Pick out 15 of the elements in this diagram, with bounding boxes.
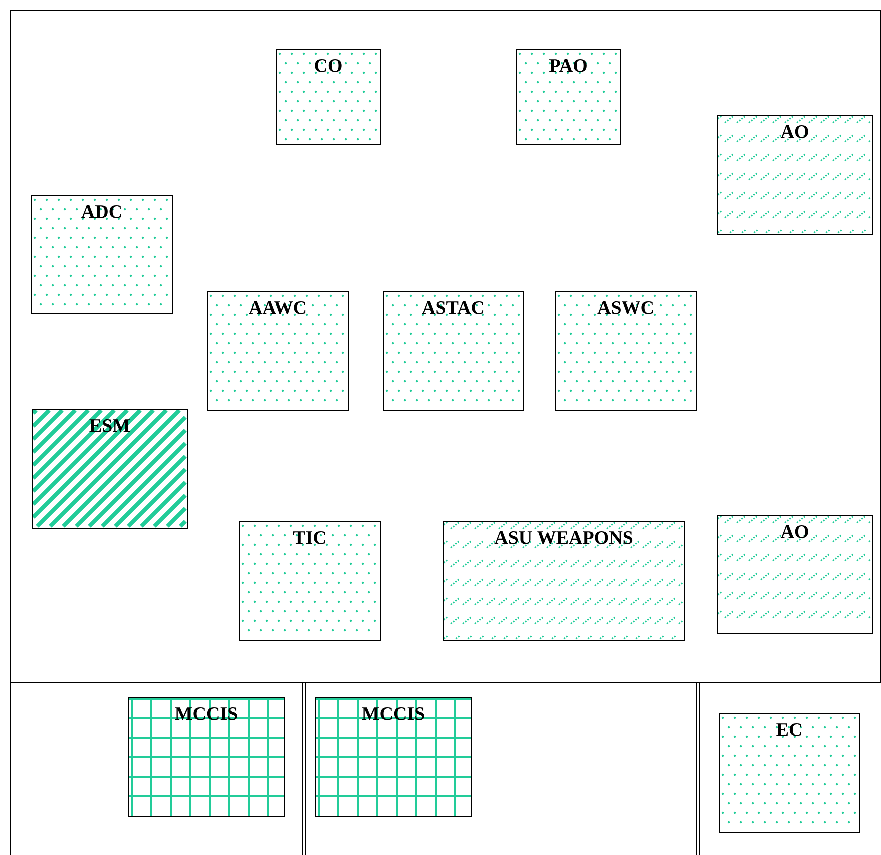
panel-frame <box>699 682 881 855</box>
dotted-box: ASWC <box>555 291 697 411</box>
dotted-box: ADC <box>31 195 173 314</box>
panel-frame <box>10 682 304 855</box>
dotted-box: AAWC <box>207 291 349 411</box>
panel-frame <box>10 10 881 684</box>
panel-frame <box>305 682 698 855</box>
hatched-box: AO <box>717 115 873 235</box>
dotted-box: EC <box>719 713 860 833</box>
dotted-box: CO <box>276 49 381 145</box>
dotted-box: TIC <box>239 521 381 641</box>
dotted-box: ASTAC <box>383 291 524 411</box>
hatched-box: AO <box>717 515 873 634</box>
hatched-box: ASU WEAPONS <box>443 521 685 641</box>
dotted-box: PAO <box>516 49 621 145</box>
